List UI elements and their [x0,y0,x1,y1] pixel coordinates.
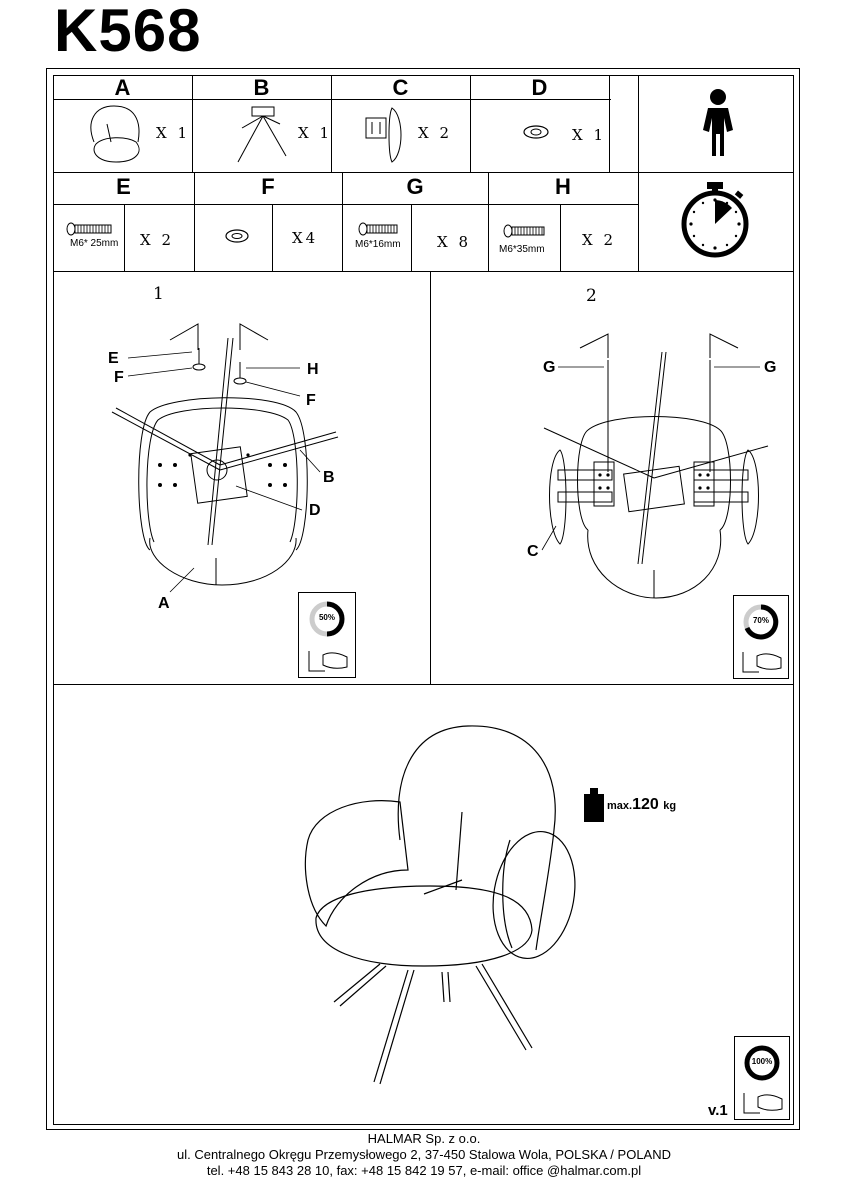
part-g-bolt-icon [358,222,398,236]
footer-company: HALMAR Sp. z o.o. [367,1131,481,1146]
person-icon [703,89,733,156]
step-1-tighten-percent: 50% [318,613,335,622]
max-load-unit: kg [663,800,677,812]
weight-icon [584,788,604,822]
footer-contact: tel. +48 15 843 28 10, fax: +48 15 842 1… [206,1163,642,1178]
step-1-tighten-box: 50% [298,592,356,678]
max-load-label: max.120 kg [607,796,676,814]
part-a-qty: X 1 [156,124,190,142]
part-b-base-icon [237,106,287,163]
part-d-plate-icon [523,125,549,139]
max-load-value: 120 [632,796,659,813]
product-code-title: K568 [54,0,202,64]
step-2-label-g-right: G [764,359,777,376]
version-label: v.1 [708,1102,728,1119]
final-tighten-box: 100% [734,1036,790,1120]
part-c-armrest-bracket-icon [365,107,402,163]
part-a-letter: A [114,75,131,100]
part-e-qty: X 2 [140,231,174,249]
step-2-label-c: C [527,543,539,560]
part-g-qty: X 8 [437,233,471,251]
part-a-seat-icon [90,105,140,163]
step-1-label-h: H [307,361,319,378]
stopwatch-icon [681,182,749,258]
step-1-label-e: E [108,350,119,367]
step-1-label-f: F [114,369,124,386]
step-2-tighten-ring-icon [743,604,779,640]
part-f-qty: X4 [292,229,319,247]
step-1-label-f-second: F [306,392,316,409]
part-f-letter: F [261,174,275,199]
part-e-size: M6* 25mm [70,238,119,249]
max-load-prefix: max. [607,800,633,812]
step-1-label-b: B [323,469,335,486]
part-e-letter: E [116,174,131,199]
part-h-qty: X 2 [582,231,616,249]
part-b-qty: X 1 [298,124,332,142]
part-g-size: M6*16mm [355,239,401,250]
inner-frame [53,75,794,1125]
step-2-hand-wrench-icon [742,652,782,673]
outer-frame [46,68,800,1130]
step-1-tighten-ring-icon [309,601,345,637]
part-h-size: M6*35mm [499,244,545,255]
step-2-tighten-percent: 70% [752,616,769,625]
part-c-letter: C [392,75,409,100]
final-hand-wrench-icon [743,1093,783,1114]
final-tighten-percent: 100% [751,1057,773,1066]
part-c-qty: X 2 [418,124,452,142]
assembled-chair-drawing [304,725,576,1085]
part-d-qty: X 1 [572,126,606,144]
part-h-letter: H [555,174,571,199]
step-1-base-assembly-drawing [111,323,339,593]
final-tighten-ring-icon [744,1045,780,1081]
part-d-letter: D [531,75,548,100]
step-1-label-d: D [309,502,321,519]
step-1-hand-wrench-icon [308,651,348,672]
step-1-label-a: A [158,595,170,612]
part-h-bolt-icon [503,224,545,238]
step-2-tighten-box: 70% [733,595,789,679]
footer-address: ul. Centralnego Okręgu Przemysłowego 2, … [176,1147,671,1162]
part-g-letter: G [406,174,424,199]
part-f-washer-icon [225,229,249,243]
step-2-number: 2 [586,286,597,306]
part-e-bolt-icon [66,222,112,236]
part-b-letter: B [253,75,270,100]
step-2-armrest-assembly-drawing [541,333,769,599]
step-1-number: 1 [153,284,164,304]
step-2-label-g-left: G [543,359,556,376]
